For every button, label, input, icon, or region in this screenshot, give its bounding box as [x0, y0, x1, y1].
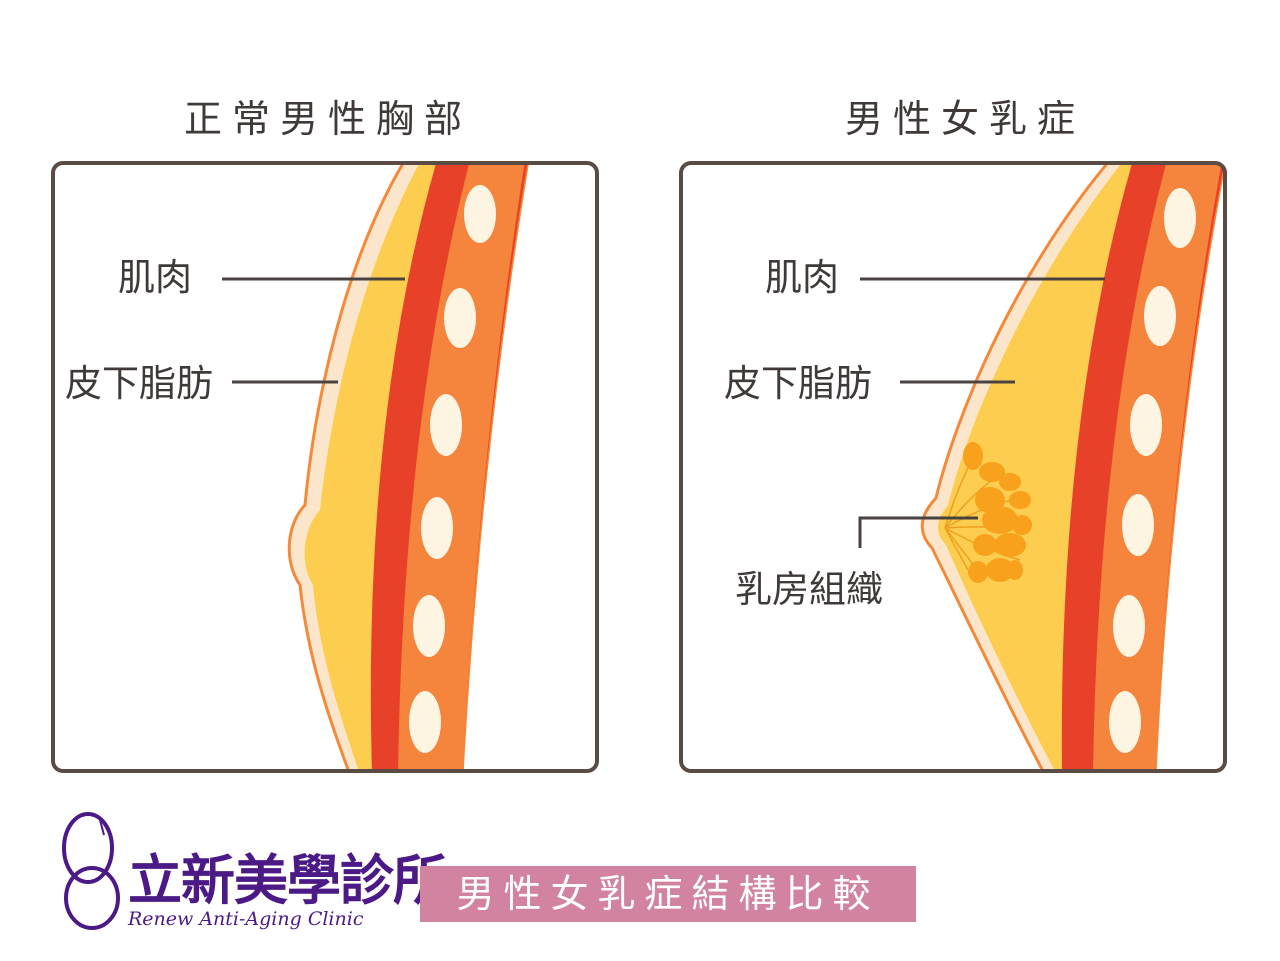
- panel-gynecomastia: 肌肉 皮下脂肪 乳房組織: [679, 161, 1227, 773]
- label-fat: 皮下脂肪: [724, 362, 872, 405]
- rib: [430, 394, 462, 456]
- rib: [1109, 691, 1141, 753]
- panel-frame: [679, 161, 1227, 773]
- ribs: [409, 185, 496, 753]
- breast-gland: [944, 442, 1032, 583]
- ribs: [1109, 188, 1196, 753]
- leader-line: [858, 516, 978, 548]
- rib: [1144, 286, 1176, 346]
- rib: [444, 288, 476, 348]
- label-muscle: 肌肉: [118, 256, 192, 299]
- rib: [413, 595, 445, 657]
- title-normal-chest: 正常男性胸部: [184, 97, 472, 141]
- rib: [464, 185, 496, 243]
- rib: [409, 691, 441, 753]
- rib: [1113, 595, 1145, 657]
- label-breast-tissue: 乳房組織: [735, 568, 883, 611]
- clinic-name-en: Renew Anti-Aging Clinic: [128, 908, 364, 930]
- rib: [421, 497, 453, 559]
- label-fat: 皮下脂肪: [65, 362, 213, 405]
- rib: [1130, 394, 1162, 456]
- rib: [1122, 494, 1154, 556]
- clinic-name: 立新美學診所: [128, 849, 447, 912]
- rib: [1164, 188, 1196, 248]
- panel-normal: 肌肉 皮下脂肪: [51, 161, 599, 773]
- panel-frame: [51, 161, 599, 773]
- title-gynecomastia: 男性女乳症: [845, 97, 1085, 141]
- caption-banner: 男性女乳症結構比較: [420, 866, 916, 922]
- label-muscle: 肌肉: [765, 256, 839, 299]
- clinic-logo-icon: [62, 812, 120, 930]
